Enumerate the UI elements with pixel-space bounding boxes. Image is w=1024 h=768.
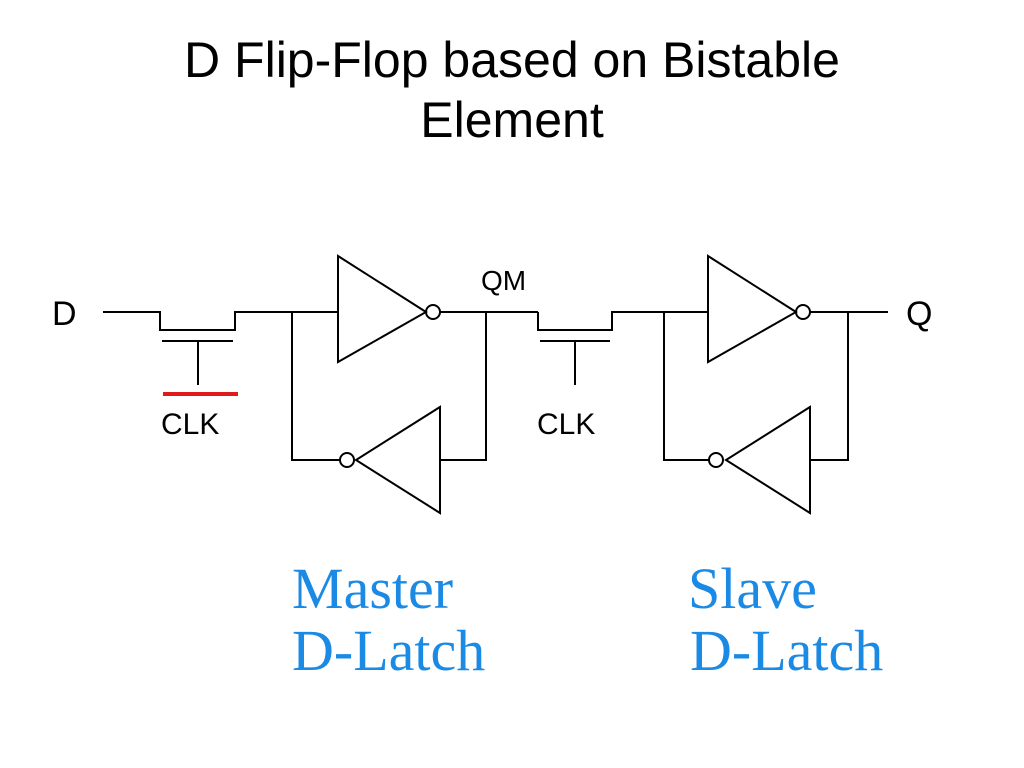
- slave-latch-caption: Slave D-Latch: [688, 558, 883, 682]
- master-forward-inverter-bubble: [425, 304, 441, 320]
- master-feedback-left: [291, 312, 340, 461]
- slave-feedback-inverter: [724, 405, 811, 515]
- slave-clock-label: CLK: [537, 408, 595, 441]
- circuit-wires: [103, 254, 888, 515]
- output-label: Q: [906, 295, 932, 333]
- master-feedback-right: [440, 312, 487, 461]
- master-forward-inverter: [337, 254, 428, 364]
- input-wire: [103, 311, 338, 331]
- page-title-line-2: Element: [420, 92, 604, 148]
- slave-caption-line-1: Slave: [688, 556, 817, 621]
- slave-feedback-right: [810, 312, 849, 461]
- master-clock-label: CLK: [161, 408, 219, 441]
- internal-node-label: QM: [481, 265, 526, 296]
- master-feedback-inverter-bubble: [339, 452, 355, 468]
- slave-feedback-inverter-bubble: [708, 452, 724, 468]
- slave-transistor-channel: [537, 311, 708, 331]
- page-title-line-1: D Flip-Flop based on Bistable: [184, 32, 840, 88]
- master-latch-caption: Master D-Latch: [292, 558, 485, 682]
- slave-caption-line-2: D-Latch: [690, 618, 884, 683]
- page-title: D Flip-Flop based on Bistable Element: [0, 30, 1024, 150]
- input-label: D: [52, 295, 77, 333]
- slave-forward-inverter: [707, 254, 798, 364]
- slave-forward-inverter-bubble: [795, 304, 811, 320]
- master-caption-line-2: D-Latch: [292, 618, 486, 683]
- master-caption-line-1: Master: [292, 556, 454, 621]
- slave-feedback-left: [663, 312, 709, 461]
- master-feedback-inverter: [354, 405, 441, 515]
